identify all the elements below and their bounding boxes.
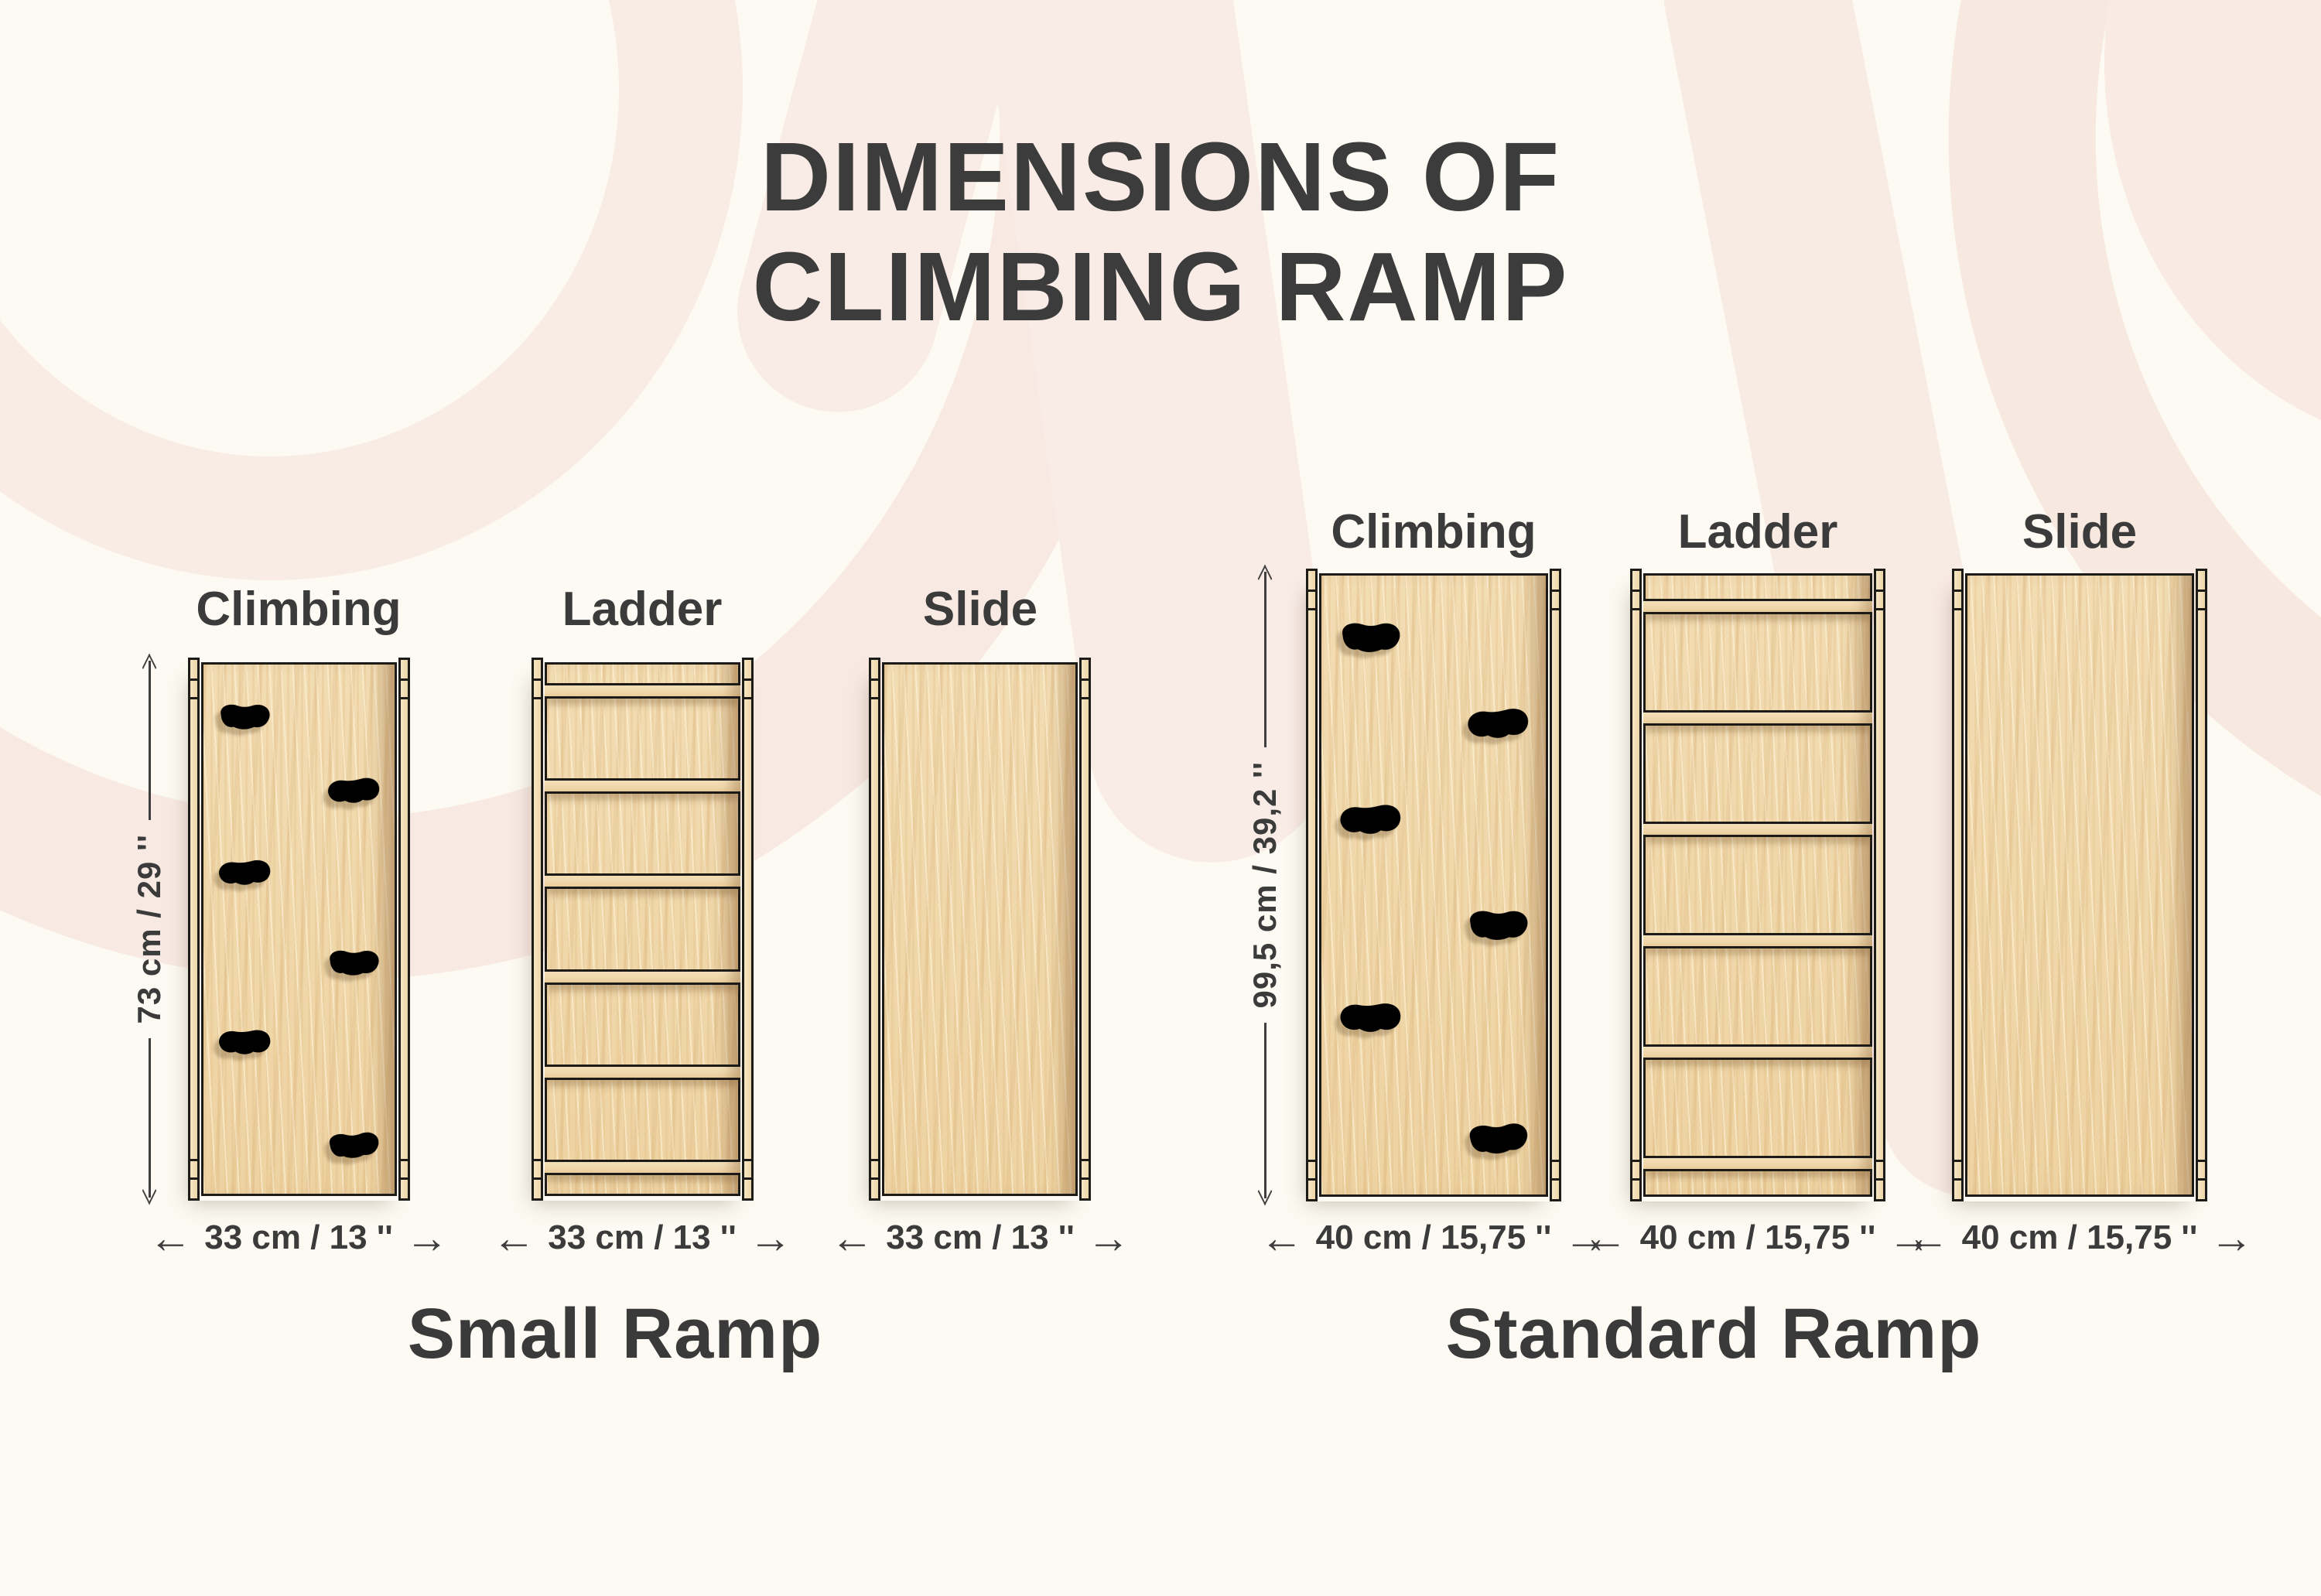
climbing-hold xyxy=(1469,909,1528,942)
ladder-rung xyxy=(545,873,740,890)
ladder-rung xyxy=(1643,1044,1872,1060)
arrow-left-icon: ← xyxy=(1584,1213,1628,1262)
panel-side-rail xyxy=(742,658,754,1201)
panel-label-ladder: Ladder xyxy=(1677,505,1838,559)
panel-side-rail xyxy=(1952,569,1964,1201)
width-dimension-small-ladder: ← 33 cm / 13 '' → xyxy=(492,1216,792,1259)
arrow-right-icon: → xyxy=(1564,1213,1608,1262)
arrow-left-icon: ← xyxy=(1906,1213,1950,1262)
width-dimension-label: 40 cm / 15,75 '' xyxy=(1315,1218,1552,1256)
ladder-rung xyxy=(545,1159,740,1175)
panel-side-rail xyxy=(1874,569,1885,1201)
arrow-down-icon xyxy=(1257,1177,1273,1206)
group-title-small-ramp: Small Ramp xyxy=(407,1294,823,1373)
ladder-rung xyxy=(1643,599,1872,614)
panel-side-rail xyxy=(188,658,200,1201)
panel-side-rail xyxy=(1306,569,1318,1201)
panel-label-slide: Slide xyxy=(2022,505,2138,559)
ladder-panel-standard xyxy=(1630,569,1885,1201)
ladder-rung xyxy=(545,683,740,699)
width-dimension-small-slide: ← 33 cm / 13 '' → xyxy=(830,1216,1130,1259)
group-title-standard-ramp: Standard Ramp xyxy=(1445,1294,1982,1373)
ladder-panel-small xyxy=(532,658,754,1201)
panel-board xyxy=(1965,573,2194,1197)
panel-side-rail xyxy=(2196,569,2207,1201)
width-dimension-label: 40 cm / 15,75 '' xyxy=(1639,1218,1876,1256)
ladder-rung xyxy=(545,1064,740,1080)
arrow-right-icon: → xyxy=(1086,1213,1130,1262)
ladder-rung xyxy=(1643,932,1872,948)
width-dimension-standard-climbing: ← 40 cm / 15,75 '' → xyxy=(1260,1216,1608,1259)
panel-side-rail xyxy=(869,658,880,1201)
width-dimension-label: 33 cm / 13 '' xyxy=(548,1218,737,1256)
panel-side-rail xyxy=(1630,569,1642,1201)
slide-panel-standard xyxy=(1952,569,2207,1201)
panel-board xyxy=(201,662,397,1196)
width-dimension-label: 40 cm / 15,75 '' xyxy=(1961,1218,2198,1256)
panel-side-rail xyxy=(532,658,543,1201)
arrow-right-icon: → xyxy=(2210,1213,2254,1262)
width-dimension-label: 33 cm / 13 '' xyxy=(886,1218,1075,1256)
ladder-rung xyxy=(1643,1156,1872,1171)
height-dimension-label: 99,5 cm / 39,2 '' xyxy=(1246,761,1283,1009)
arrow-left-icon: ← xyxy=(149,1213,193,1262)
panel-board xyxy=(1643,573,1872,1197)
panel-board xyxy=(545,662,740,1196)
ladder-rung xyxy=(545,778,740,795)
panel-label-climbing: Climbing xyxy=(196,583,402,636)
height-dimension-small: 73 cm / 29 '' xyxy=(128,653,171,1205)
arrow-right-icon: → xyxy=(405,1213,449,1262)
ladder-rung xyxy=(545,969,740,985)
panel-side-rail xyxy=(398,658,410,1201)
climbing-hold xyxy=(1468,1123,1528,1155)
width-dimension-standard-slide: ← 40 cm / 15,75 '' → xyxy=(1906,1216,2254,1259)
panel-label-ladder: Ladder xyxy=(562,583,723,636)
climbing-panel-small xyxy=(188,658,410,1201)
climbing-hold xyxy=(1341,621,1400,654)
height-dimension-standard: 99,5 cm / 39,2 '' xyxy=(1243,564,1287,1206)
width-dimension-standard-ladder: ← 40 cm / 15,75 '' → xyxy=(1584,1216,1932,1259)
arrow-right-icon: → xyxy=(1888,1213,1932,1262)
climbing-panel-standard xyxy=(1306,569,1561,1201)
climbing-hold xyxy=(1339,804,1401,836)
ladder-rung xyxy=(1643,822,1872,837)
width-dimension-small-climbing: ← 33 cm / 13 '' → xyxy=(149,1216,449,1259)
arrow-left-icon: ← xyxy=(492,1213,536,1262)
climbing-hold xyxy=(1467,708,1529,740)
climbing-hold xyxy=(1340,1003,1400,1032)
panel-board xyxy=(1319,573,1548,1197)
ladder-rung xyxy=(1643,710,1872,726)
arrow-right-icon: → xyxy=(748,1213,792,1262)
panel-side-rail xyxy=(1550,569,1561,1201)
arrow-left-icon: ← xyxy=(830,1213,874,1262)
arrow-up-icon xyxy=(1257,564,1273,593)
panel-label-climbing: Climbing xyxy=(1331,505,1537,559)
width-dimension-label: 33 cm / 13 '' xyxy=(204,1218,393,1256)
arrow-left-icon: ← xyxy=(1260,1213,1304,1262)
